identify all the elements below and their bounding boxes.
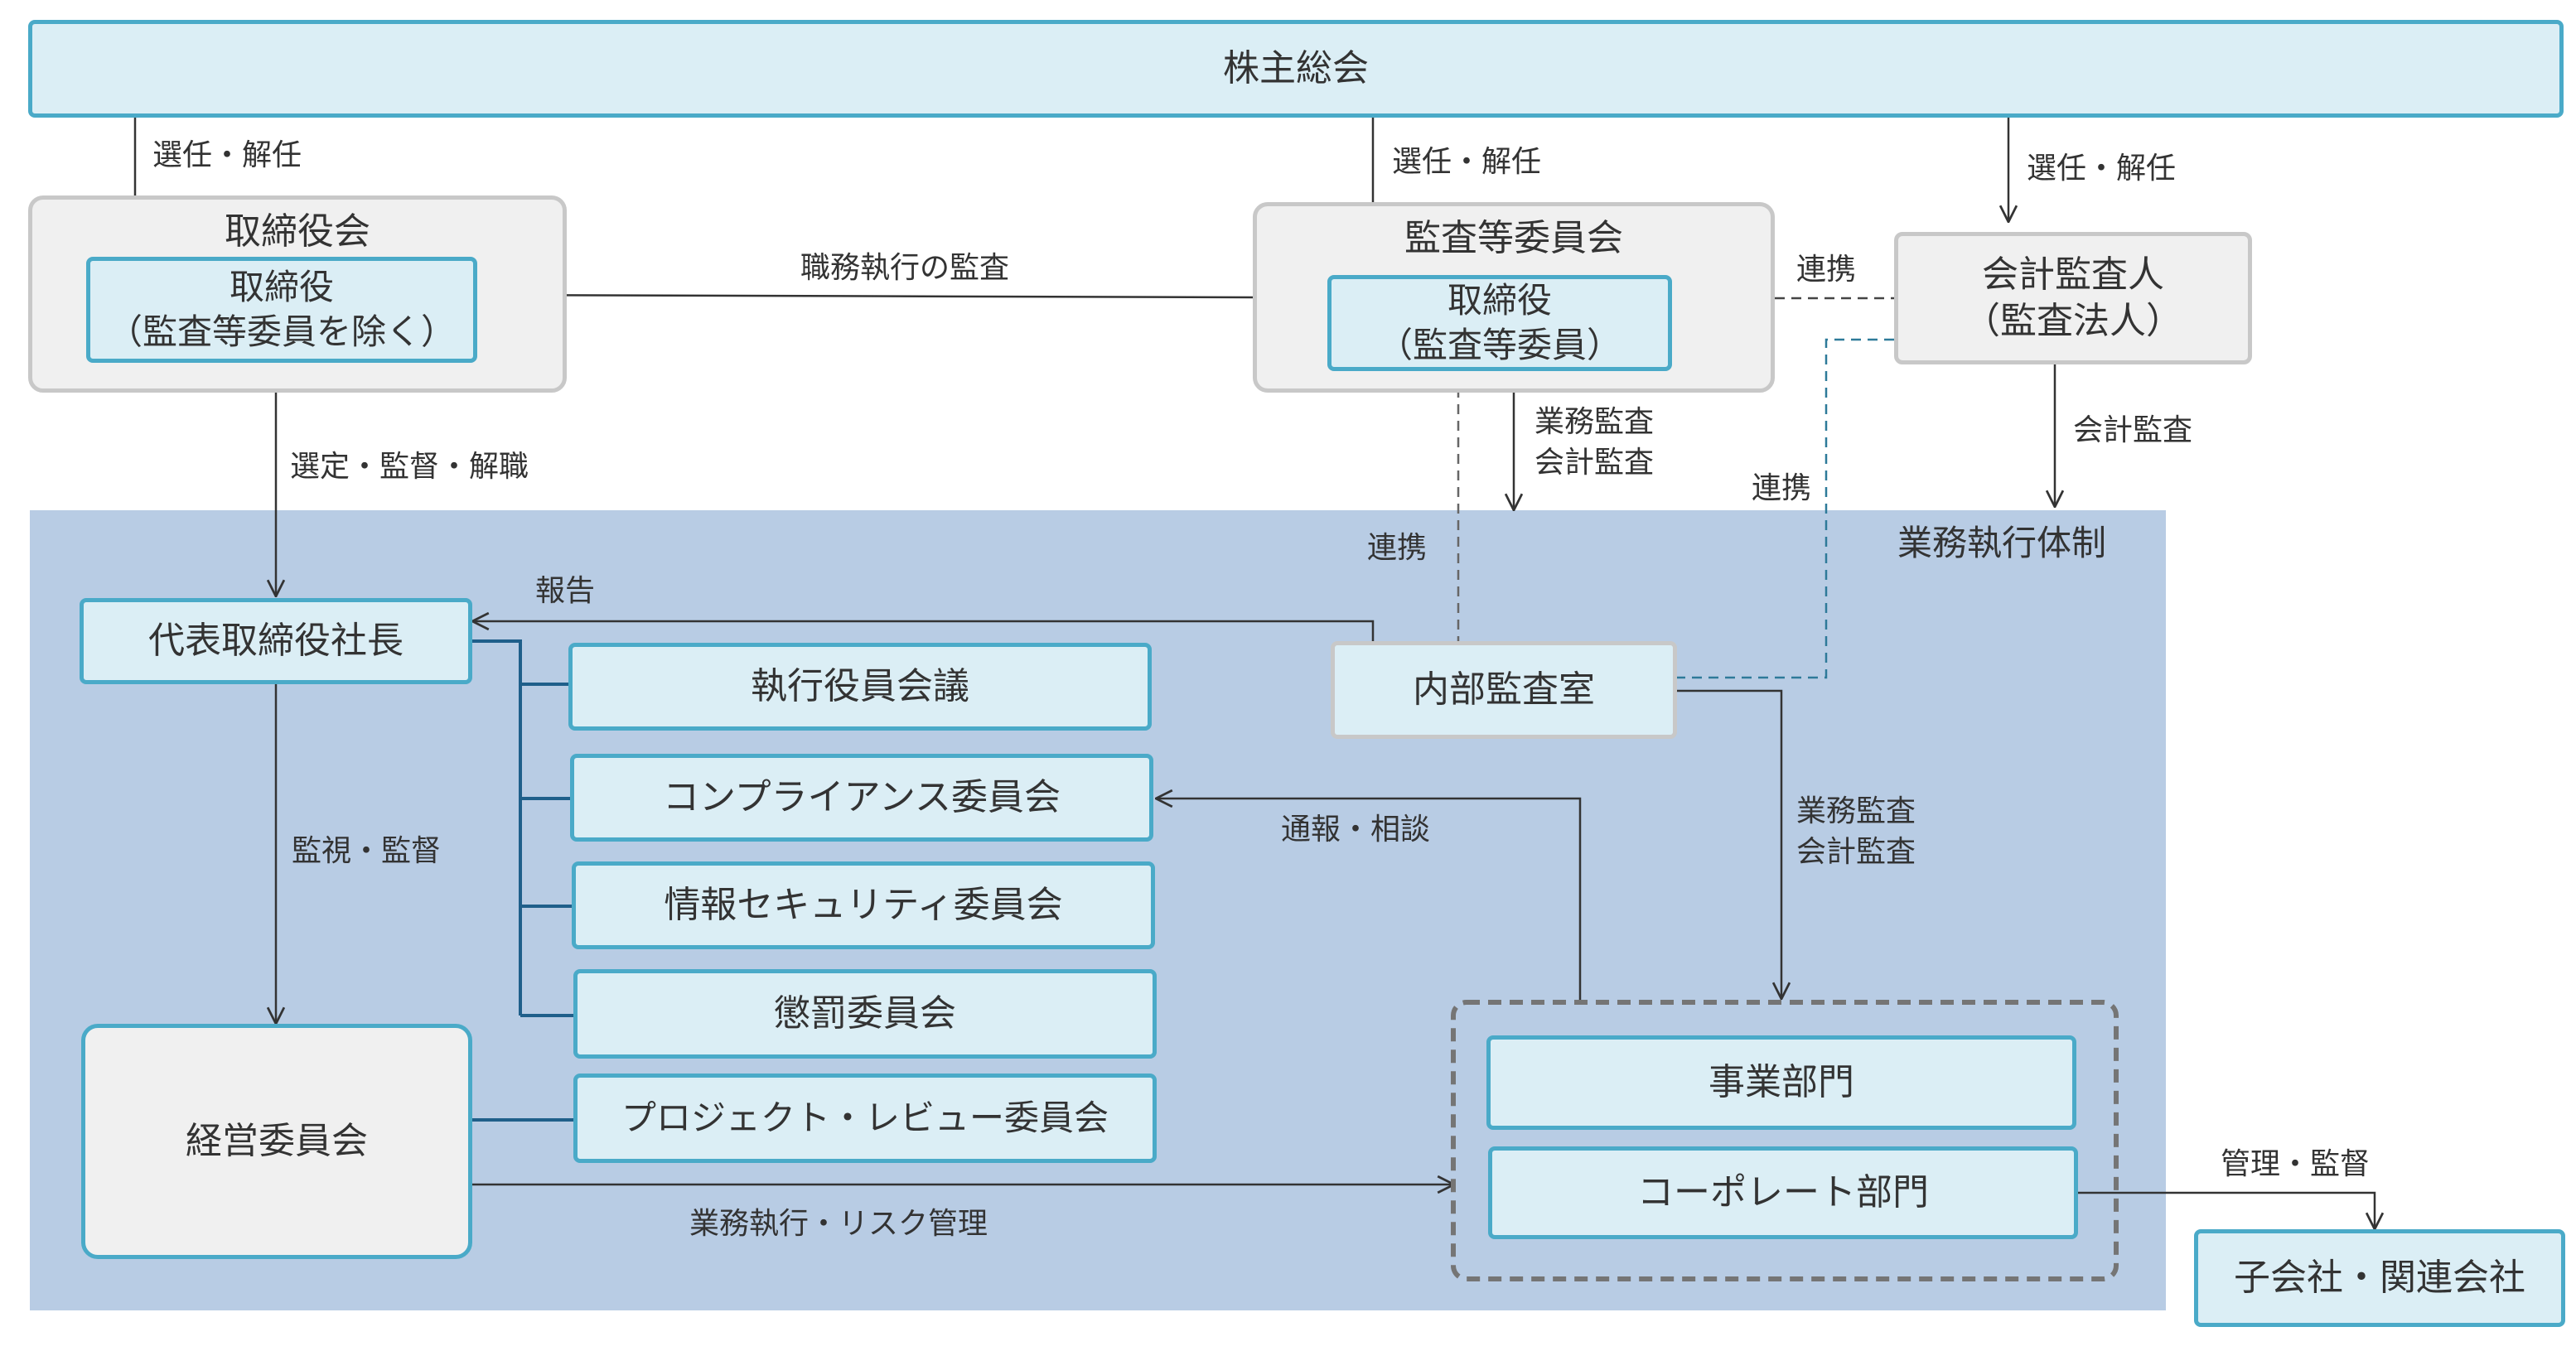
label-report: 報告 <box>535 574 596 608</box>
label-business-accounting-audit-2: 業務監査 会計監査 <box>1796 794 1916 869</box>
label-cooperation-top: 連携 <box>1796 253 1857 287</box>
subsidiaries-box: 子会社・関連会社 <box>2194 1229 2565 1327</box>
label-elect-auditor: 選任・解任 <box>2027 152 2177 186</box>
label-duty-audit: 職務執行の監査 <box>800 251 1010 285</box>
label-monitor: 監視・監督 <box>292 834 442 868</box>
label-cooperation-left: 連携 <box>1367 531 1428 565</box>
edge-report <box>472 621 1375 643</box>
departments-group <box>1451 1000 2119 1281</box>
label-elect-audit: 選任・解任 <box>1392 145 1542 179</box>
infosec-committee-box: 情報セキュリティ委員会 <box>572 861 1155 949</box>
disciplinary-committee-box: 懲罰委員会 <box>573 969 1157 1059</box>
president-box: 代表取締役社長 <box>80 598 472 684</box>
accounting-auditor-box: 会計監査人 （監査法人） <box>1894 232 2252 364</box>
label-accounting-audit: 会計監査 <box>2073 413 2193 447</box>
edge-notify-consult <box>1156 799 1582 1001</box>
shareholders-box: 株主総会 <box>28 20 2564 118</box>
edge-manage-supervise <box>2078 1191 2375 1229</box>
execution-area-title: 業務執行体制 <box>1897 523 2107 563</box>
label-select-supervise: 選定・監督・解職 <box>290 450 529 484</box>
audit-committee-title: 監査等委員会 <box>1404 216 1623 259</box>
project-review-committee-box: プロジェクト・レビュー委員会 <box>573 1074 1157 1163</box>
corporate-dept-box: コーポレート部門 <box>1488 1146 2078 1239</box>
edge-internal-audit <box>1677 689 1781 999</box>
compliance-committee-box: コンプライアンス委員会 <box>570 754 1153 842</box>
label-cooperation-right: 連携 <box>1752 471 1812 505</box>
label-execution-risk: 業務執行・リスク管理 <box>689 1207 988 1241</box>
management-committee-box: 経営委員会 <box>81 1024 472 1259</box>
internal-audit-box: 内部監査室 <box>1331 641 1677 739</box>
edge-duty-audit <box>477 295 1254 297</box>
business-dept-box: 事業部門 <box>1486 1035 2076 1130</box>
label-manage-supervise: 管理・監督 <box>2221 1147 2371 1181</box>
label-notify-consult: 通報・相談 <box>1281 813 1431 847</box>
executive-meeting-box: 執行役員会議 <box>568 643 1152 731</box>
directors-excl-box: 取締役 （監査等委員を除く） <box>86 257 477 363</box>
label-elect-board: 選任・解任 <box>152 138 302 172</box>
dashed-cooperation-right <box>1677 338 1894 679</box>
label-business-accounting-audit-1: 業務監査 会計監査 <box>1534 405 1655 480</box>
bracket-committees <box>471 639 522 1016</box>
audit-directors-box: 取締役 （監査等委員） <box>1327 275 1672 371</box>
board-title: 取締役会 <box>225 210 370 253</box>
